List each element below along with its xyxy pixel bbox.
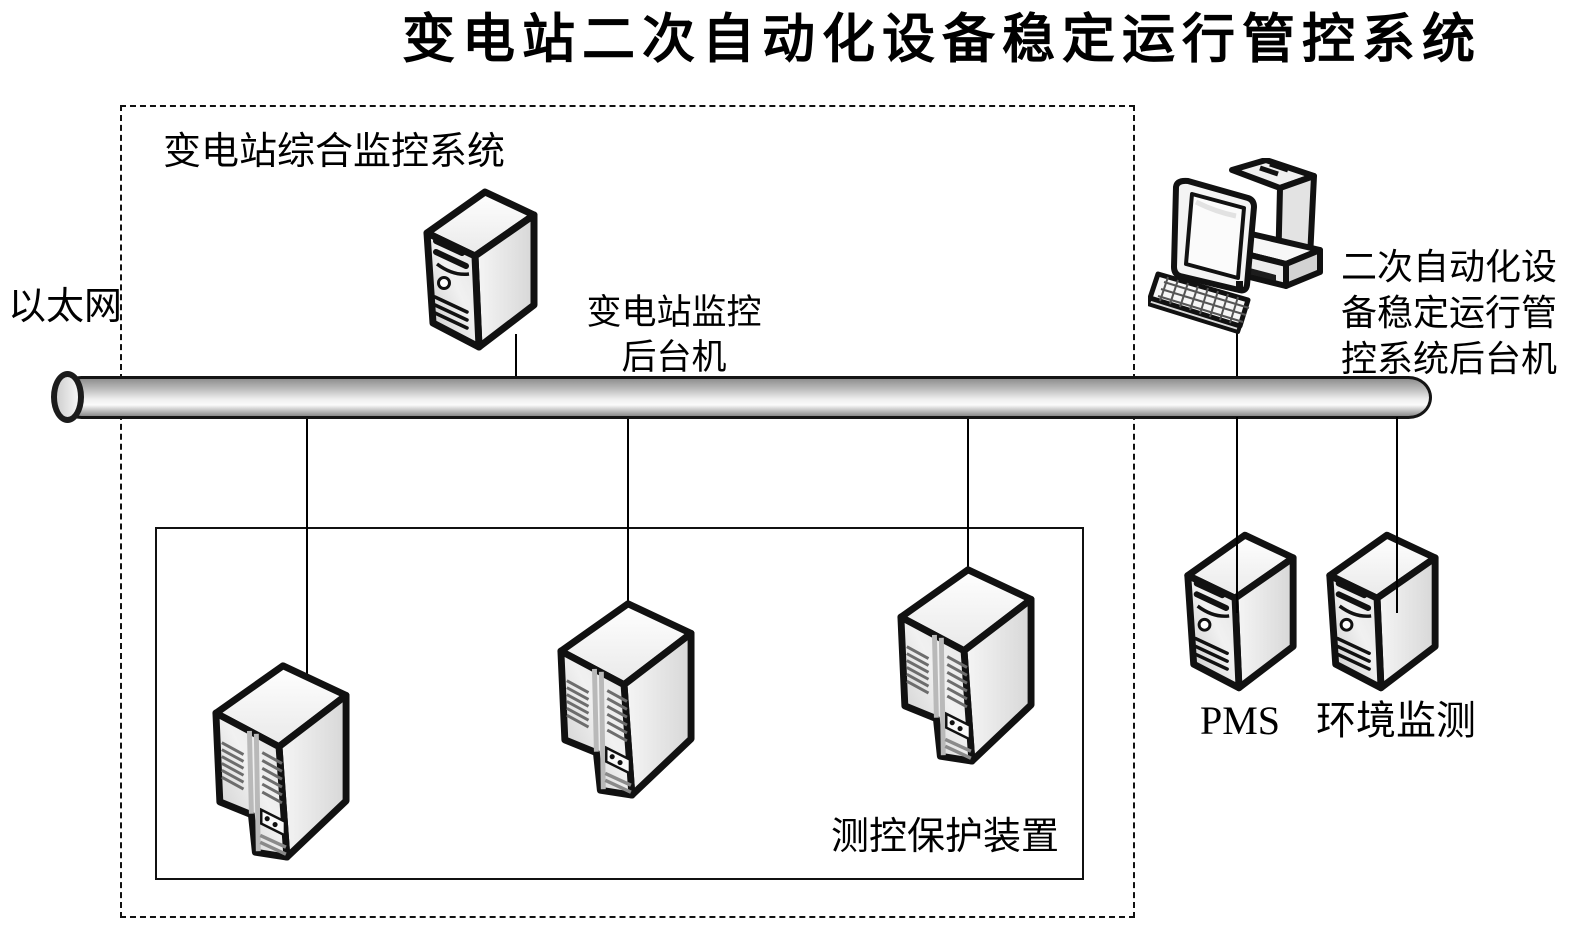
substation-backend-server-icon [413, 183, 543, 353]
env-monitoring-label: 环境监测 [1316, 698, 1476, 743]
control-backend-label-line1: 二次自动化设 [1341, 247, 1558, 287]
connector-bus-to-pms [1236, 417, 1238, 613]
backend-machine-label-line2: 后台机 [621, 338, 727, 377]
connector-bus-to-protection-device-1 [306, 415, 308, 680]
protection-devices-label: 测控保护装置 [831, 816, 1060, 858]
monitoring-system-dashed-boundary [120, 105, 1135, 918]
pms-label: PMS [1199, 698, 1281, 743]
env-monitoring-server-icon [1316, 526, 1444, 694]
connector-backend-server-to-bus [515, 334, 517, 378]
ethernet-bus-end-cap [51, 371, 84, 423]
control-backend-label-line2: 备稳定运行管 [1341, 293, 1558, 333]
protection-device-1-icon [206, 652, 354, 864]
protection-device-3-icon [891, 556, 1039, 768]
diagram-title: 变电站二次自动化设备稳定运行管控系统 [402, 11, 1482, 69]
backend-machine-label-line1: 变电站监控 [586, 293, 762, 332]
control-backend-label-line3: 控系统后台机 [1341, 339, 1558, 379]
control-backend-computer-icon [1148, 158, 1340, 338]
ethernet-label: 以太网 [8, 286, 123, 328]
connector-bus-to-protection-device-3 [967, 415, 969, 569]
monitoring-system-label: 变电站综合监控系统 [163, 131, 506, 173]
connector-computer-to-bus [1236, 322, 1238, 378]
ethernet-bus-pipe [58, 376, 1432, 419]
connector-bus-to-protection-device-2 [627, 415, 629, 608]
pms-server-icon [1174, 526, 1302, 694]
protection-devices-box [155, 527, 1084, 880]
control-backend-label: 二次自动化设 备稳定运行管 控系统后台机 [1341, 244, 1557, 382]
backend-machine-label: 变电站监控 后台机 [568, 290, 780, 380]
connector-bus-to-env-monitoring [1396, 417, 1398, 613]
protection-device-2-icon [551, 590, 699, 802]
